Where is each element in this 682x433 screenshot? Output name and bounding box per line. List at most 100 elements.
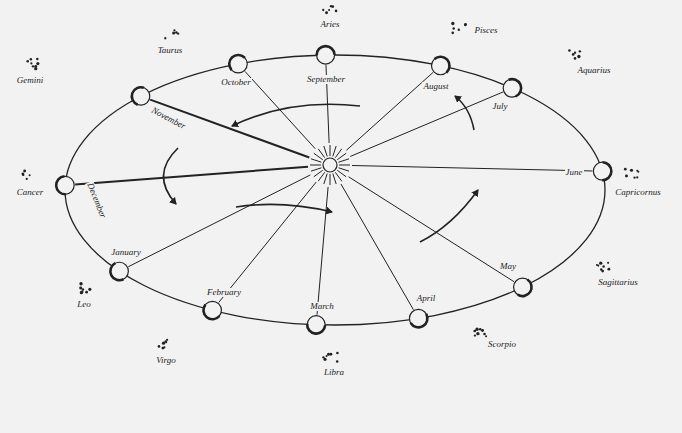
motion-arrows	[163, 96, 478, 242]
earth-shade	[434, 57, 449, 73]
star-dot	[601, 270, 604, 273]
sun-ray	[339, 165, 350, 166]
constellation-label: Virgo	[155, 356, 177, 365]
constellation-label: Scorpio	[487, 340, 517, 349]
sun-ray	[311, 159, 321, 162]
star-dot	[331, 5, 334, 8]
month-label: April	[416, 294, 437, 303]
star-dot	[21, 172, 24, 175]
star-dot	[607, 268, 610, 271]
month-label: September	[306, 75, 346, 84]
star-dot	[158, 345, 161, 348]
earth-circle	[317, 46, 335, 64]
star-dot	[625, 175, 628, 178]
star-dot	[30, 58, 32, 60]
earth-circle	[132, 87, 150, 105]
star-dot	[624, 168, 627, 171]
sun-line	[341, 184, 413, 310]
star-dot	[464, 23, 467, 26]
star-dot	[475, 328, 478, 331]
sun-ray	[314, 153, 323, 159]
star-dot	[476, 332, 479, 335]
star-dot	[79, 282, 82, 285]
star-dot	[325, 11, 328, 14]
star-dot	[451, 32, 454, 35]
star-dot	[599, 262, 602, 265]
sun-disc	[323, 158, 337, 172]
star-dot	[23, 170, 26, 173]
star-dot	[165, 341, 167, 343]
star-dot	[34, 65, 37, 68]
star-dot	[82, 288, 85, 291]
constellation-label: Pisces	[474, 26, 499, 35]
sun-ray	[337, 170, 346, 176]
star-dot	[577, 55, 580, 58]
constellation-label: Sagittarius	[597, 278, 639, 287]
earth-positions	[56, 46, 611, 334]
month-label: July	[492, 102, 509, 111]
earth-circle	[431, 57, 449, 75]
month-label: December	[85, 180, 108, 220]
sun-ray	[324, 174, 327, 184]
star-dot	[572, 53, 575, 56]
sun-ray	[335, 172, 341, 181]
sun-line	[346, 72, 433, 150]
star-dot	[474, 334, 476, 336]
month-label: January	[110, 248, 142, 257]
sun-lines	[75, 65, 592, 315]
earth-circle	[593, 162, 611, 180]
star-dot	[79, 286, 82, 289]
sun-ray	[339, 159, 349, 162]
sun-ray	[339, 168, 349, 171]
constellation-label: Leo	[76, 300, 92, 309]
sun-ray	[311, 168, 321, 171]
star-dot	[335, 10, 338, 13]
month-label: February	[206, 288, 242, 297]
constellation-label: Taurus	[157, 46, 184, 55]
earth-shade	[509, 79, 521, 96]
star-dot	[574, 57, 577, 60]
star-dot	[336, 352, 339, 355]
earth-circle	[110, 262, 128, 280]
earth-shade	[518, 280, 532, 297]
earth-shade	[602, 162, 611, 180]
constellation-label: Aquarius	[576, 66, 611, 75]
star-dot	[607, 262, 609, 264]
orbit-ellipse	[65, 55, 605, 325]
sun-line	[349, 177, 515, 282]
month-label: August	[422, 82, 449, 91]
star-dot	[568, 49, 571, 52]
earth-shade	[56, 176, 66, 194]
star-dot	[36, 62, 39, 65]
earth-shade	[229, 55, 245, 70]
sun-ray	[314, 170, 323, 176]
star-dot	[636, 170, 638, 172]
month-label: November	[149, 105, 188, 131]
star-dot	[633, 177, 635, 179]
constellation-label: Aries	[320, 20, 341, 29]
earth-shade	[317, 46, 335, 55]
sun-ray	[330, 145, 331, 156]
earth-shade	[411, 314, 428, 327]
earth-circle	[514, 278, 532, 296]
star-dot	[574, 51, 576, 53]
star-dot	[630, 169, 633, 172]
star-dot	[163, 346, 165, 348]
sun-ray	[335, 149, 341, 158]
star-dot	[22, 173, 24, 175]
earth-circle	[203, 301, 221, 319]
star-dot	[26, 60, 29, 63]
motion-arrow	[455, 96, 474, 130]
star-dot	[26, 178, 28, 180]
sun-ray	[330, 174, 331, 185]
star-dot	[336, 360, 339, 363]
star-dot	[451, 22, 454, 25]
star-dot	[36, 58, 39, 61]
sun-ray	[318, 149, 324, 158]
earth-circle	[229, 55, 247, 73]
sun-ray	[333, 146, 336, 156]
constellation-label: Libra	[323, 368, 345, 377]
constellation-label: Gemini	[16, 76, 45, 85]
motion-arrow	[236, 204, 332, 212]
sun-line	[352, 166, 592, 171]
